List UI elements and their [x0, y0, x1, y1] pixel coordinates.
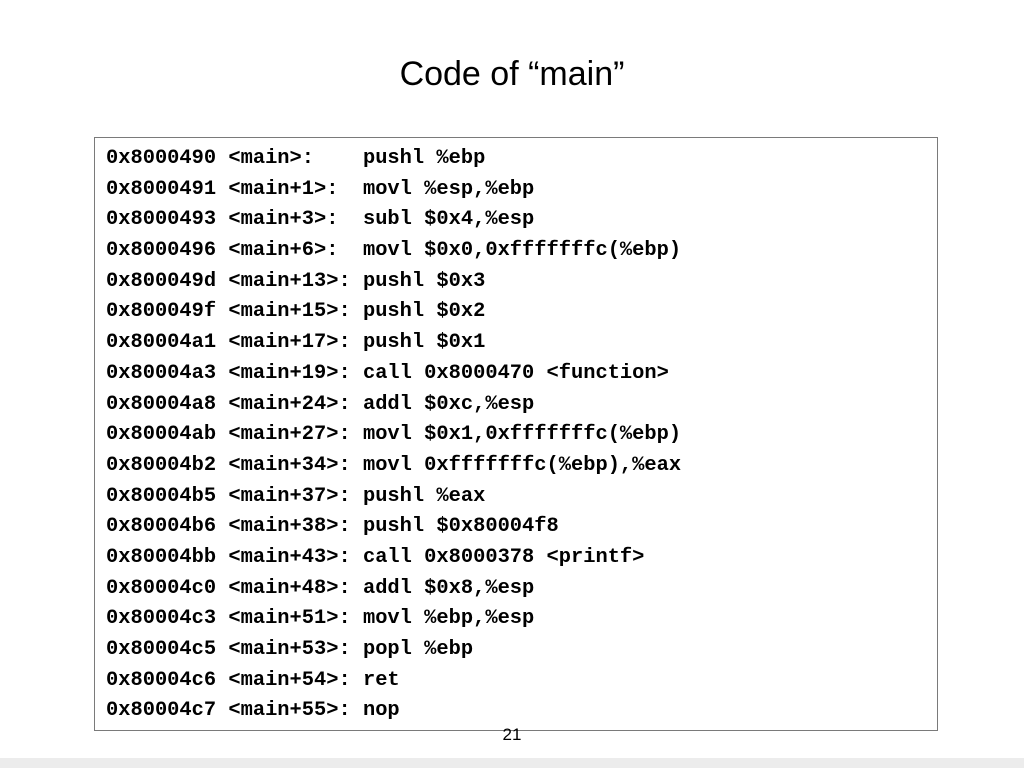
code-line: 0x80004b5 <main+37>: pushl %eax — [106, 484, 486, 508]
code-line: 0x80004a1 <main+17>: pushl $0x1 — [106, 331, 486, 355]
code-line: 0x80004c0 <main+48>: addl $0x8,%esp — [106, 576, 535, 600]
code-line: 0x80004c7 <main+55>: nop — [106, 699, 400, 723]
page-number: 21 — [502, 725, 522, 744]
code-line: 0x8000490 <main>: pushl %ebp — [106, 147, 486, 170]
code-line: 0x80004b6 <main+38>: pushl $0x80004f8 — [106, 515, 559, 539]
code-line: 0x80004c3 <main+51>: movl %ebp,%esp — [106, 607, 535, 631]
code-line: 0x80004c6 <main+54>: ret — [106, 668, 400, 692]
code-line: 0x80004a8 <main+24>: addl $0xc,%esp — [106, 392, 535, 416]
code-line: 0x80004b2 <main+34>: movl 0xfffffffc(%eb… — [106, 453, 682, 477]
code-line: 0x80004a3 <main+19>: call 0x8000470 <fun… — [106, 361, 669, 385]
code-listing-box: 0x8000490 <main>: pushl %ebp 0x8000491 <… — [94, 137, 938, 731]
code-line: 0x800049d <main+13>: pushl $0x3 — [106, 269, 486, 293]
slide-title: Code of “main” — [399, 55, 625, 93]
bottom-divider — [0, 758, 1024, 768]
code-line: 0x80004ab <main+27>: movl $0x1,0xfffffff… — [106, 423, 682, 447]
code-line: 0x80004bb <main+43>: call 0x8000378 <pri… — [106, 545, 645, 569]
code-line: 0x8000493 <main+3>: subl $0x4,%esp — [106, 208, 535, 232]
code-line: 0x8000491 <main+1>: movl %esp,%ebp — [106, 177, 535, 201]
code-line: 0x8000496 <main+6>: movl $0x0,0xfffffffc… — [106, 239, 682, 263]
code-line: 0x800049f <main+15>: pushl $0x2 — [106, 300, 486, 324]
code-listing: 0x8000490 <main>: pushl %ebp 0x8000491 <… — [106, 144, 681, 727]
code-line: 0x80004c5 <main+53>: popl %ebp — [106, 638, 474, 661]
